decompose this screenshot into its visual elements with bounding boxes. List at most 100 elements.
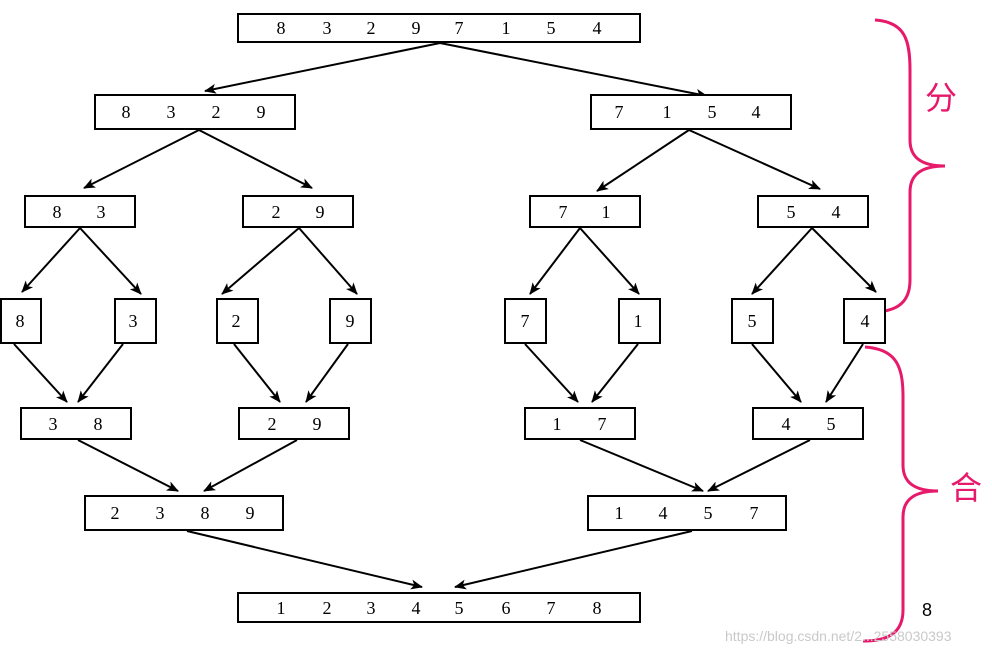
split-rl-value: 7	[558, 201, 568, 222]
result-value: 7	[546, 597, 556, 618]
arrow	[83, 129, 200, 189]
result-value: 1	[276, 597, 286, 618]
merge-r-value: 4	[658, 503, 668, 523]
arrow	[305, 343, 349, 403]
result-box	[237, 592, 641, 623]
arrow	[221, 227, 300, 295]
leaf-2-value: 3	[128, 311, 138, 331]
merge-l-value: 9	[245, 503, 255, 523]
leaf-3-box	[216, 298, 259, 344]
leaf-5-box	[504, 298, 547, 344]
merge-lr-box	[238, 407, 350, 440]
split-rr-value: 4	[831, 201, 841, 222]
leaf-7-box	[731, 298, 774, 344]
merge-rr-value: 5	[826, 413, 836, 434]
leaf-2-box	[114, 298, 157, 344]
merge-rl-value: 7	[597, 413, 607, 434]
split-ll-value: 8	[52, 201, 62, 222]
root-value: 4	[592, 18, 602, 38]
split-ll-value: 3	[96, 201, 106, 222]
merge-r-value: 1	[614, 503, 624, 523]
split-lr-box	[242, 195, 354, 228]
arrow	[79, 227, 142, 295]
split-l-value: 9	[256, 102, 266, 122]
merge-r-box	[587, 495, 787, 531]
merge-ll-box	[20, 407, 132, 440]
leaf-4-box	[329, 298, 372, 344]
split-r-value: 1	[662, 102, 672, 122]
result-value: 5	[454, 597, 464, 618]
merge-l-value: 8	[200, 503, 210, 523]
split-rr-value: 5	[786, 201, 796, 222]
split-r-box	[590, 94, 792, 130]
merge-lr-value: 2	[267, 413, 277, 434]
split-r-value: 5	[707, 102, 717, 122]
arrow	[298, 227, 358, 295]
split-l-value: 8	[121, 102, 131, 122]
leaf-8-value: 4	[860, 311, 870, 331]
root-value: 8	[276, 18, 286, 38]
merge-lr-value: 9	[312, 413, 322, 434]
arrow	[707, 439, 811, 492]
arrow	[825, 343, 864, 403]
leaf-3-value: 2	[231, 311, 241, 331]
result-value: 6	[501, 597, 511, 618]
arrow	[596, 129, 690, 192]
braces	[861, 18, 946, 643]
arrow	[439, 42, 708, 99]
merge-rr-value: 4	[781, 413, 791, 434]
merge-rr-box	[752, 407, 864, 440]
arrows	[13, 42, 877, 590]
root-value: 5	[546, 18, 556, 38]
arrow	[529, 227, 581, 295]
leaf-6-box	[618, 298, 661, 344]
split-rl-value: 1	[601, 201, 611, 222]
leaf-8-box	[843, 298, 886, 344]
result-value: 4	[411, 597, 421, 618]
merge-r-value: 5	[703, 503, 713, 523]
root-value: 9	[411, 18, 421, 38]
arrow	[13, 343, 68, 403]
leaf-5-value: 7	[520, 311, 530, 331]
split-r-value: 4	[751, 102, 761, 122]
arrow	[186, 530, 423, 590]
root-value: 1	[501, 18, 511, 38]
merge-l-box	[84, 495, 284, 531]
arrow	[751, 227, 813, 295]
split-l-value: 2	[211, 102, 221, 122]
result-value: 3	[366, 597, 376, 618]
split-lr-value: 9	[315, 201, 325, 222]
arrow	[579, 227, 640, 295]
merge-rl-value: 1	[552, 413, 562, 434]
arrow	[21, 227, 81, 293]
arrow	[688, 129, 821, 190]
root-value: 7	[454, 18, 464, 38]
arrow	[77, 343, 124, 403]
root-value: 3	[322, 18, 332, 38]
merge-brace	[862, 345, 939, 643]
merge-l-value: 2	[110, 503, 120, 523]
divide-label: 分	[925, 79, 958, 117]
leaf-6-value: 1	[633, 311, 643, 331]
arrow	[591, 343, 639, 403]
arrow	[198, 129, 313, 189]
arrow	[454, 530, 693, 590]
split-ll-box	[24, 195, 136, 228]
arrow	[751, 343, 802, 403]
merge-r-value: 7	[749, 503, 759, 523]
root-value: 2	[366, 18, 376, 38]
merge-rl-box	[524, 407, 636, 440]
arrow	[204, 42, 441, 94]
leaf-4-value: 9	[345, 311, 355, 331]
arrow	[524, 343, 579, 403]
arrow	[579, 439, 704, 492]
split-l-value: 3	[166, 102, 176, 122]
split-r-value: 7	[614, 102, 624, 122]
result-value: 2	[322, 597, 332, 618]
arrow	[811, 227, 877, 293]
split-rr-box	[757, 195, 869, 228]
leaf-1-box	[0, 298, 42, 344]
merge-l-value: 3	[155, 503, 165, 523]
arrow	[203, 439, 298, 492]
